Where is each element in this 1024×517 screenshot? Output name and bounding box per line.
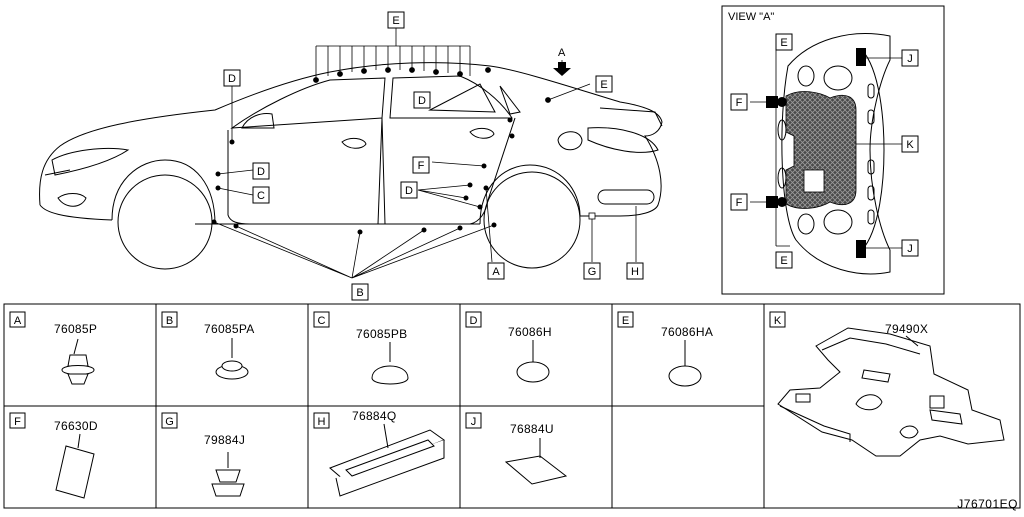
leader-points bbox=[211, 117, 515, 235]
svg-text:B: B bbox=[166, 315, 173, 327]
svg-text:G: G bbox=[165, 416, 174, 428]
car-callouts bbox=[223, 11, 644, 301]
svg-text:76630D: 76630D bbox=[54, 419, 98, 433]
svg-text:A: A bbox=[14, 315, 22, 327]
view-arrow: A bbox=[553, 47, 571, 76]
pad-j-shape bbox=[504, 455, 568, 485]
svg-text:76085PA: 76085PA bbox=[204, 322, 255, 336]
svg-text:E: E bbox=[780, 255, 787, 267]
view-callouts bbox=[730, 33, 919, 269]
svg-text:D: D bbox=[418, 95, 426, 107]
svg-text:J: J bbox=[907, 53, 913, 65]
bumper-clip-point bbox=[588, 212, 596, 220]
sheet-f-shape bbox=[55, 445, 95, 499]
svg-text:A: A bbox=[558, 47, 566, 59]
svg-text:D: D bbox=[228, 73, 236, 85]
pad-e-shape bbox=[668, 365, 702, 387]
car-callout-labels: E D D E D C F D A G H B bbox=[228, 15, 639, 299]
plug-c-shape bbox=[371, 342, 409, 385]
svg-text:F: F bbox=[14, 416, 21, 428]
svg-text:76884Q: 76884Q bbox=[352, 409, 397, 423]
svg-text:79490X: 79490X bbox=[885, 322, 928, 336]
parts-table bbox=[3, 303, 1021, 509]
svg-text:VIEW "A": VIEW "A" bbox=[728, 11, 774, 23]
svg-text:K: K bbox=[774, 315, 782, 327]
svg-text:B: B bbox=[356, 287, 363, 299]
svg-text:76884U: 76884U bbox=[510, 422, 554, 436]
view-callout-labels: E J F K F E J bbox=[736, 37, 915, 267]
vent-h-shape bbox=[329, 423, 446, 497]
pad-d-shape bbox=[516, 361, 550, 383]
svg-text:E: E bbox=[392, 15, 399, 27]
svg-text:76086HA: 76086HA bbox=[661, 325, 713, 339]
svg-text:D: D bbox=[257, 166, 265, 178]
insulator-k-shape bbox=[777, 327, 1005, 457]
leader-lines bbox=[213, 60, 637, 279]
svg-text:H: H bbox=[631, 266, 639, 278]
part-illustrations bbox=[55, 327, 1005, 499]
svg-text:F: F bbox=[736, 97, 743, 109]
svg-text:E: E bbox=[622, 315, 629, 327]
svg-text:J: J bbox=[907, 243, 913, 255]
car-side-view bbox=[39, 62, 663, 270]
svg-text:H: H bbox=[318, 416, 326, 428]
svg-text:E: E bbox=[780, 37, 787, 49]
roof-seal-points bbox=[313, 28, 551, 103]
cell-keys: A B C D E K F G H J bbox=[14, 315, 782, 428]
svg-text:76085P: 76085P bbox=[54, 322, 97, 336]
svg-text:D: D bbox=[405, 185, 413, 197]
svg-text:E: E bbox=[600, 79, 607, 91]
part-numbers: 76085P 76085PA 76085PB 76086H 76086HA 79… bbox=[54, 322, 928, 447]
clip-g-shape bbox=[211, 452, 245, 497]
svg-text:76085PB: 76085PB bbox=[356, 327, 407, 341]
svg-text:76086H: 76086H bbox=[508, 325, 552, 339]
svg-text:F: F bbox=[736, 197, 743, 209]
diagram-code: J76701EQ bbox=[957, 497, 1018, 511]
svg-text:G: G bbox=[588, 266, 597, 278]
clip-a-shape bbox=[61, 338, 95, 385]
svg-text:D: D bbox=[470, 315, 478, 327]
svg-text:F: F bbox=[418, 160, 425, 172]
svg-text:C: C bbox=[318, 315, 326, 327]
cell-key-boxes bbox=[9, 311, 786, 429]
svg-text:J: J bbox=[471, 416, 477, 428]
svg-text:C: C bbox=[257, 190, 265, 202]
svg-text:79884J: 79884J bbox=[204, 433, 245, 447]
svg-text:K: K bbox=[906, 139, 914, 151]
svg-text:A: A bbox=[492, 266, 500, 278]
grommet-b-shape bbox=[215, 338, 249, 380]
